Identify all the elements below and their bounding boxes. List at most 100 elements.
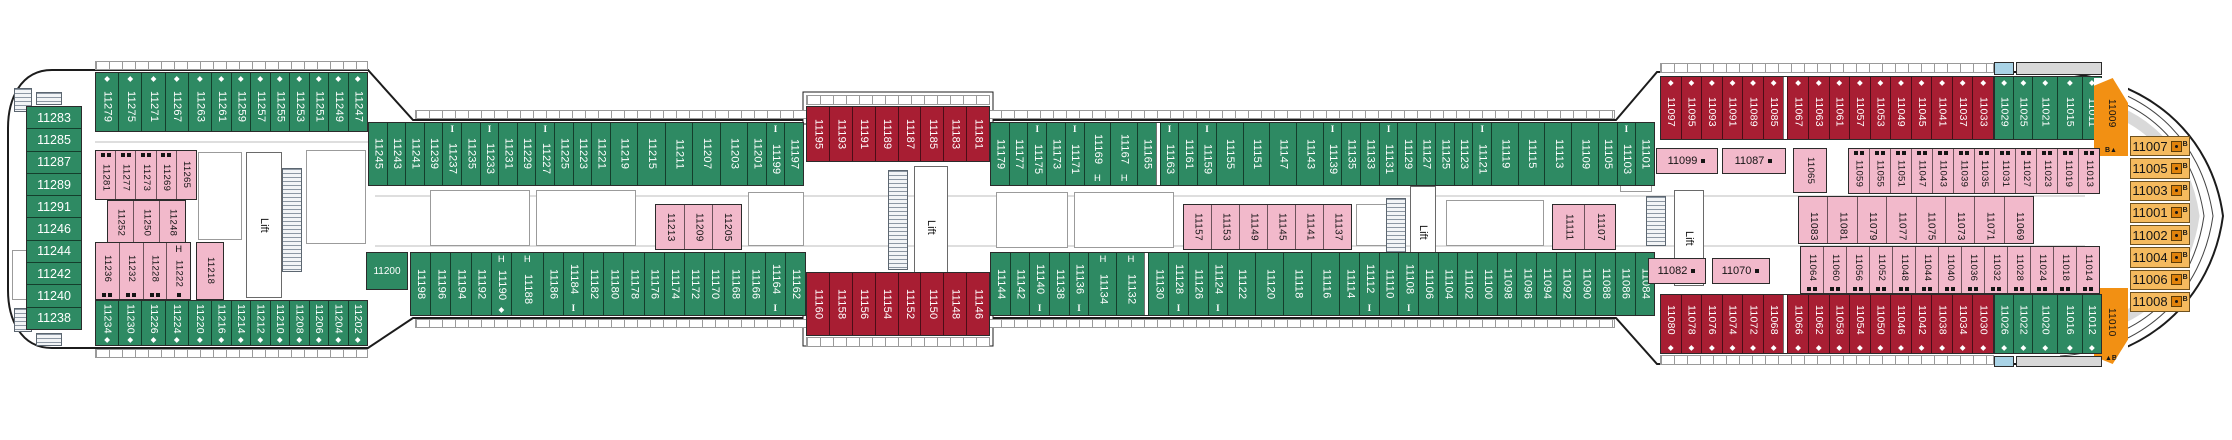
- suite-category-icon: B: [2170, 185, 2188, 197]
- cabin-number: 11109: [1579, 138, 1592, 170]
- cabin-number: 11257: [254, 90, 267, 122]
- sofa-bed-icon: [1767, 159, 1773, 163]
- diamond-icon: ◆: [276, 334, 283, 344]
- accessible-cabin-mark: H: [1120, 172, 1128, 184]
- stairs-icon: [36, 92, 62, 105]
- cabin-11076: 11076◆: [1701, 295, 1722, 353]
- cabin-11060: 11060: [1823, 247, 1846, 293]
- sofa-bed-icon: [2041, 151, 2053, 155]
- cabin-11246: 11246: [27, 217, 81, 240]
- cabin-number: 11207: [700, 138, 713, 170]
- connecting-rooms-icon: I: [1480, 124, 1484, 134]
- cabin-number: 11063: [1812, 97, 1825, 128]
- interior-cabin-11099: 11099: [1656, 148, 1718, 174]
- cabin-11086: 11086: [1614, 253, 1635, 315]
- cabin-11038: 11038◆: [1931, 295, 1952, 353]
- cabin-11205: 11205: [712, 205, 742, 249]
- diamond-icon: ◆: [354, 334, 361, 344]
- cabin-number: 11099: [1667, 155, 1698, 167]
- accessible-cabin-mark: H: [1094, 172, 1101, 184]
- cabin-11281: 11281: [96, 151, 116, 199]
- cabin-number: 11184: [567, 263, 580, 295]
- cabin-11054: 11054◆: [1849, 295, 1870, 353]
- cabin-11152: 11152: [897, 273, 921, 335]
- cabin-number: 11157: [1192, 213, 1204, 241]
- sofa-bed-icon: [120, 153, 132, 157]
- diamond-icon: ◆: [1770, 78, 1777, 87]
- diamond-icon: ◆: [1729, 78, 1736, 87]
- sofa-bed-icon: [2013, 287, 2025, 291]
- diamond-icon: ◆: [1898, 78, 1904, 87]
- cabin-11039: 11039: [1952, 149, 1974, 193]
- cabin-number: 11255: [274, 90, 287, 122]
- cabin-11021: ◆11021: [2032, 77, 2058, 139]
- cabin-11287: 11287: [27, 150, 81, 173]
- sofa-bed-icon: [1875, 287, 1887, 291]
- cabin-11203: 11203: [719, 123, 748, 185]
- cabin-11239: 11239: [423, 123, 443, 185]
- cabin-11024: 11024: [2030, 247, 2053, 293]
- cabin-11027: 11027: [2015, 149, 2037, 193]
- cabin-11127: 11127: [1416, 123, 1435, 185]
- cabin-11115: 11115: [1517, 123, 1545, 185]
- diamond-icon: ◆: [1836, 78, 1843, 87]
- cabin-number: 11206: [313, 303, 326, 334]
- cabin-11154: 11154: [874, 273, 898, 335]
- cabin-number: 11105: [1602, 138, 1615, 170]
- diamond-icon: ◆: [173, 74, 180, 83]
- cabin-number: 11164: [769, 263, 782, 295]
- sofa-bed-icon: [1853, 151, 1865, 155]
- balcony-strip: [95, 349, 368, 358]
- cabin-number: 11146: [972, 288, 985, 320]
- cabin-number: 11049: [1895, 97, 1908, 128]
- deck-cell: [1995, 63, 2013, 74]
- cabin-number: 11152: [903, 288, 916, 320]
- cabin-number: 11111: [1563, 213, 1575, 241]
- diamond-icon: ◆: [2020, 342, 2027, 352]
- cabin-number: 11168: [729, 268, 742, 300]
- diamond-icon: ◆: [315, 334, 322, 344]
- sofa-bed-icon: [1690, 269, 1696, 273]
- cabin-number: 11185: [926, 118, 939, 150]
- cabin-11221: 11221: [591, 123, 610, 185]
- cabin-number: 11088: [1599, 268, 1612, 300]
- cabin-11123: 11123: [1453, 123, 1473, 185]
- cabin-11240: 11240: [27, 284, 81, 307]
- cabin-number: 11192: [475, 268, 488, 300]
- cabin-11090: 11090: [1575, 253, 1596, 315]
- cabin-11257: ◆11257: [250, 73, 270, 131]
- diamond-icon: ◆: [173, 334, 180, 344]
- cabin-11149: 11149: [1239, 205, 1267, 249]
- cabin-number: 11182: [588, 268, 601, 300]
- cabin-11219: 11219: [609, 123, 638, 185]
- cabin-11204: 11204◆: [328, 301, 348, 345]
- cabin-11155: 11155: [1215, 123, 1243, 185]
- cabin-number: 11234: [101, 303, 114, 334]
- diamond-icon: ◆: [1667, 78, 1674, 87]
- cabin-11243: 11243: [386, 123, 406, 185]
- cabin-number: 11208: [293, 303, 306, 334]
- cabin-number: 11122: [1236, 268, 1249, 300]
- connecting-rooms-icon: I: [571, 303, 576, 313]
- cabin-11271: ◆11271: [141, 73, 165, 131]
- cabin-number: 11007: [2132, 138, 2168, 154]
- cabin-number: 11241: [409, 138, 422, 170]
- cabin-number: 11112: [1363, 264, 1376, 294]
- cabin-11198: 11198: [411, 253, 431, 315]
- cabin-11102: 11102: [1457, 253, 1478, 315]
- cabin-11066: 11066◆: [1787, 295, 1808, 353]
- deck-cell-gray-bottom: [2016, 356, 2102, 367]
- cabin-number: 11072: [1747, 304, 1760, 335]
- balcony-strip: [415, 110, 1615, 119]
- diamond-icon: ◆: [237, 74, 244, 83]
- cabin-number: 11125: [1439, 138, 1452, 170]
- diamond-icon: ◆: [2001, 342, 2007, 352]
